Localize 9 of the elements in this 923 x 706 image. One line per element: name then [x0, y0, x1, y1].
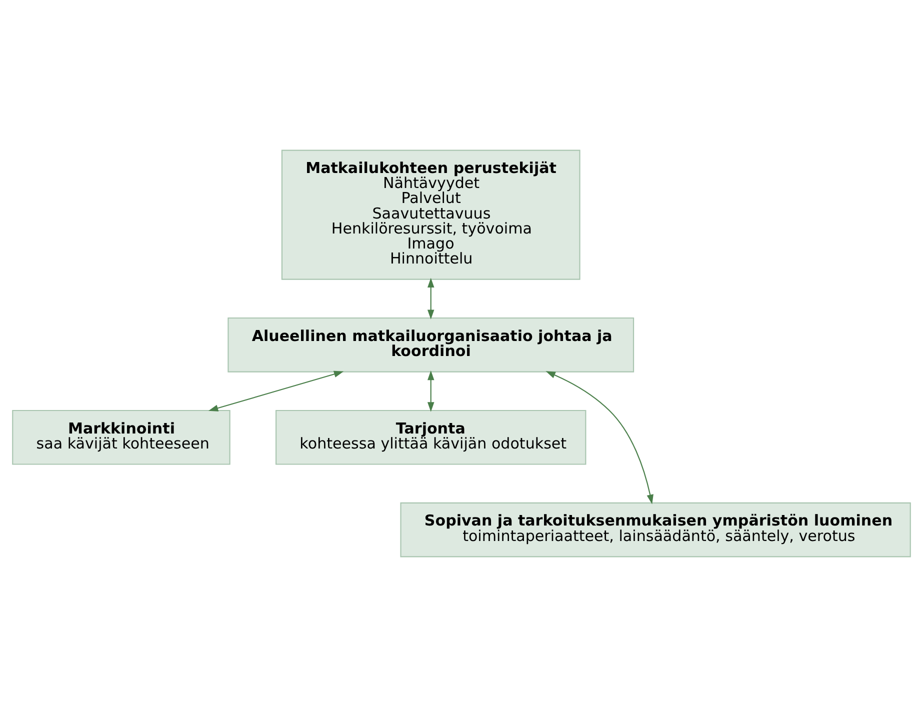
arrow	[546, 370, 654, 504]
arrow	[208, 370, 344, 411]
node-box: Matkailukohteen perustekijät Nähtävyydet Palvelut Saavutettavuus Henkilöresurssit, työvoima Imago Hinnoittelu	[281, 149, 580, 280]
arrow	[427, 370, 434, 412]
node-box: Alueellinen matkailuorganisaatio johtaa ja koordinoi	[228, 316, 634, 372]
arrow	[427, 277, 434, 319]
node-box: Markkinointi saa kävijät kohteeseen	[12, 409, 230, 464]
node-box: Sopivan ja tarkoituksenmukaisen ympäristön luominen toimintaperiaatteet, lainsäädäntö, sääntely, verotus	[400, 502, 911, 557]
node-box: Tarjonta kohteessa ylittää kävijän odotukset	[276, 409, 586, 464]
